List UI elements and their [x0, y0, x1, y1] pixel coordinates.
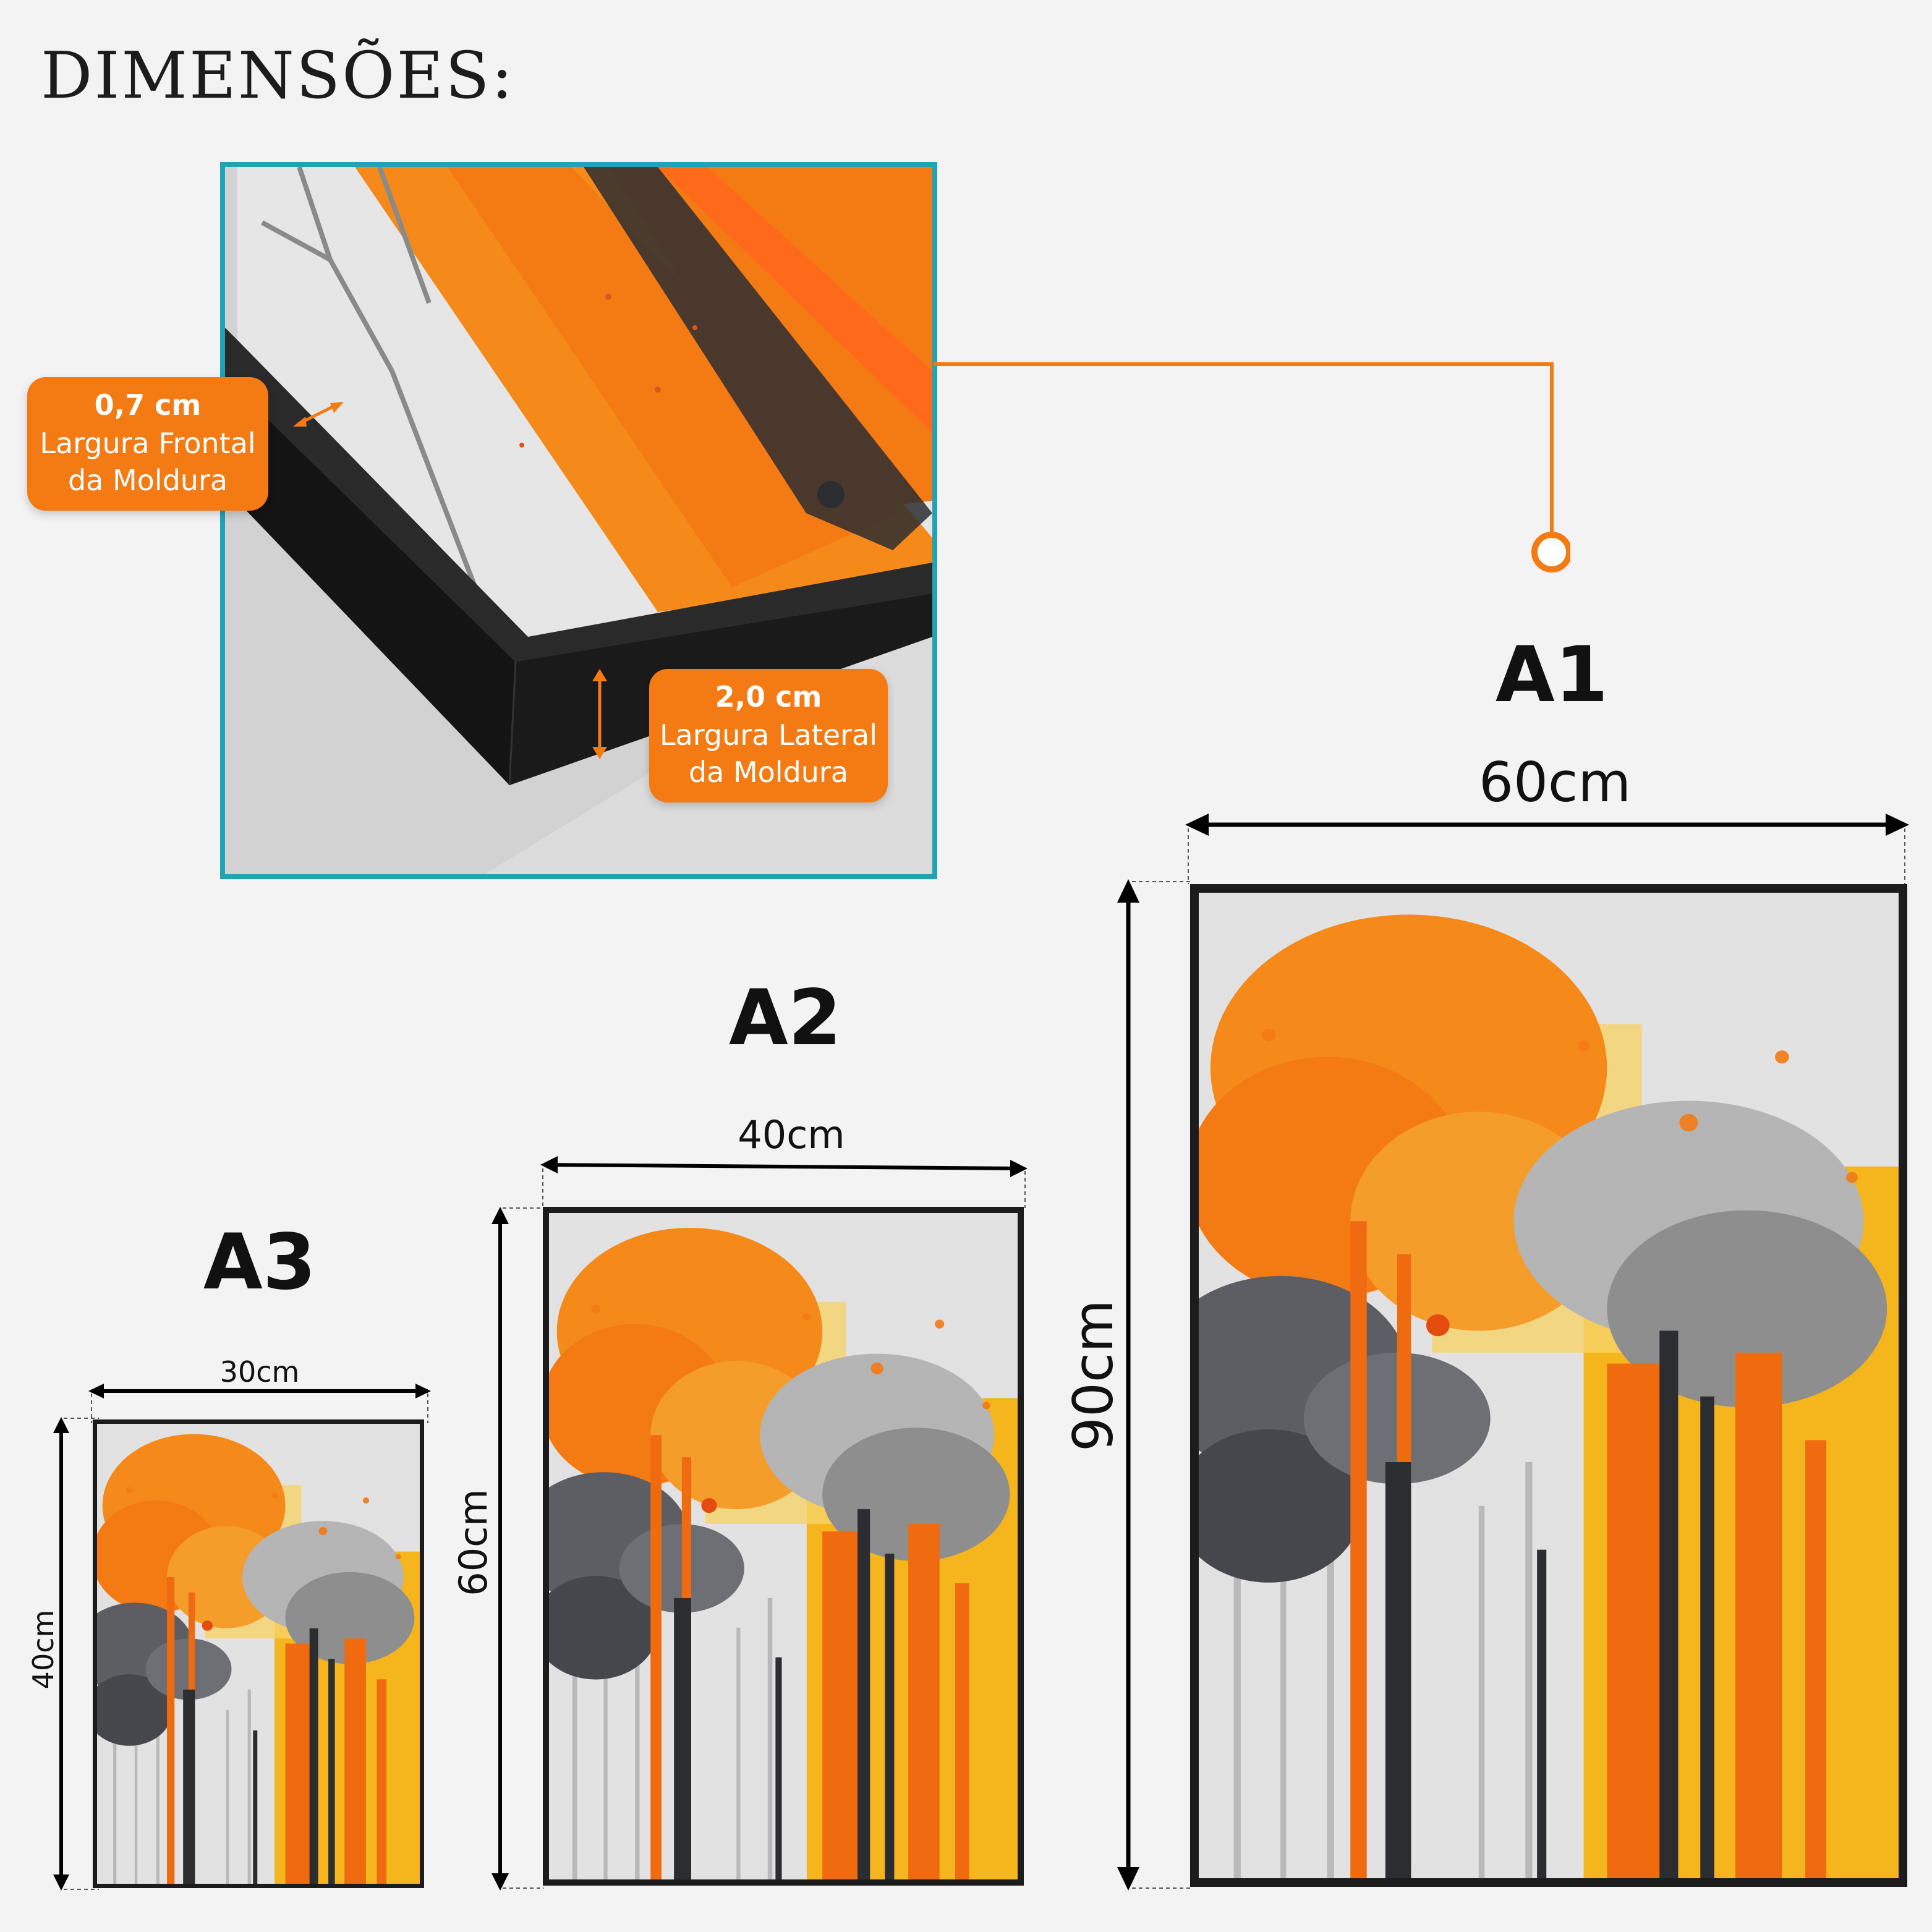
a2-dimension-lines	[540, 1156, 1028, 1208]
a3-dimension-lines	[88, 1384, 431, 1423]
page-title: DIMENSÕES:	[41, 38, 515, 113]
connector-line	[934, 362, 1570, 572]
a3-size-label: A3	[203, 1218, 317, 1307]
a2-framed-print	[543, 1207, 1024, 1886]
a2-artwork	[549, 1213, 1018, 1879]
frontal-width-badge: 0,7 cm Largura Frontal da Moldura	[27, 377, 268, 511]
a3-framed-print	[93, 1419, 424, 1888]
a1-width-label: 60cm	[1478, 751, 1632, 814]
lateral-width-label-1: Largura Lateral	[659, 718, 878, 752]
a1-framed-print	[1190, 884, 1907, 1887]
lateral-width-arrow	[592, 669, 607, 759]
frontal-width-label-2: da Moldura	[67, 463, 228, 497]
a3-width-label: 30cm	[219, 1355, 300, 1389]
frame-detail-image	[220, 162, 937, 879]
a1-size-label: A1	[1495, 631, 1609, 720]
frame-corner-photo	[225, 167, 932, 874]
a2-height-arrow	[492, 1207, 544, 1891]
lateral-width-badge: 2,0 cm Largura Lateral da Moldura	[649, 669, 888, 802]
frontal-width-label-1: Largura Frontal	[40, 427, 256, 460]
a3-height-label: 40cm	[27, 1609, 60, 1690]
a1-height-label: 90cm	[1062, 1299, 1125, 1452]
lateral-width-value: 2,0 cm	[715, 680, 822, 713]
a3-height-arrow	[53, 1417, 99, 1891]
a1-dimension-lines	[1185, 814, 1909, 884]
a2-width-label: 40cm	[738, 1112, 845, 1157]
a2-size-label: A2	[728, 974, 842, 1063]
a1-height-arrow	[1117, 879, 1193, 1891]
a1-artwork	[1199, 893, 1899, 1878]
a3-artwork	[97, 1424, 420, 1884]
frontal-width-value: 0,7 cm	[94, 388, 202, 422]
lateral-width-label-2: da Moldura	[688, 755, 849, 789]
a2-height-label: 60cm	[451, 1489, 496, 1596]
frontal-width-arrow	[293, 402, 344, 427]
